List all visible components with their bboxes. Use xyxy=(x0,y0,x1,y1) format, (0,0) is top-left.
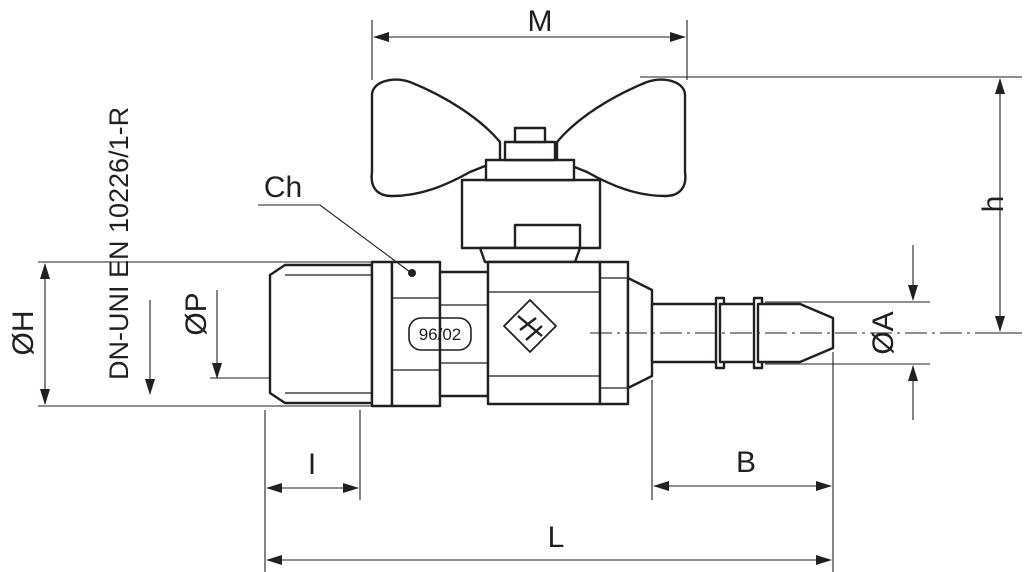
dim-label-H: ØH xyxy=(7,311,40,356)
valve-body: 96/02 xyxy=(408,260,602,406)
dim-label-L: L xyxy=(548,521,565,554)
dimension-lines xyxy=(40,32,1005,565)
hex-nut xyxy=(370,260,490,408)
dim-label-I: I xyxy=(308,448,316,481)
manufacturer-logo xyxy=(503,299,557,353)
threaded-end xyxy=(268,263,374,405)
outlet-fitting xyxy=(598,260,835,406)
butterfly-handle xyxy=(370,78,687,264)
dim-label-P: ØP xyxy=(180,292,213,335)
stamp-label: 96/02 xyxy=(419,325,462,344)
extension-lines xyxy=(38,20,1022,572)
standard-label: DN-UNI EN 10226/1-R xyxy=(104,107,134,380)
ch-leader-dot xyxy=(408,269,416,277)
dim-label-Ch: Ch xyxy=(264,171,302,204)
dim-label-M: M xyxy=(528,5,553,38)
dim-label-A: ØA xyxy=(867,311,900,354)
dim-label-h: h xyxy=(977,196,1010,213)
dim-label-B: B xyxy=(736,446,756,479)
